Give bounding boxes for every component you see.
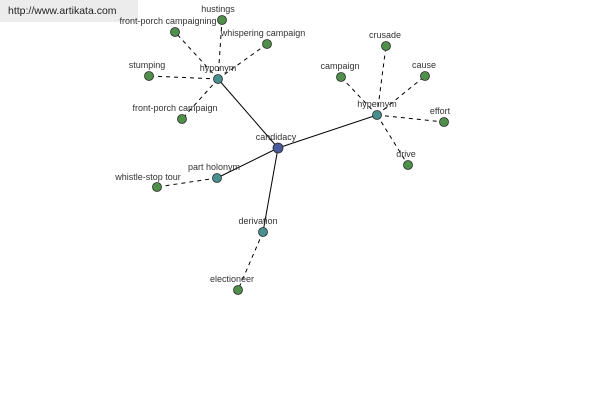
label-hypernym[interactable]: hypernym	[357, 99, 397, 109]
label-whispering-campaign[interactable]: whispering campaign	[220, 28, 306, 38]
label-campaign[interactable]: campaign	[320, 61, 359, 71]
label-candidacy[interactable]: candidacy	[256, 132, 297, 142]
edge-hyponym-front-porch-campaigning	[174, 31, 219, 80]
label-whistle-stop-tour[interactable]: whistle-stop tour	[114, 172, 181, 182]
node-drive[interactable]	[403, 160, 413, 170]
node-whistle-stop-tour[interactable]	[152, 182, 162, 192]
label-part-holonym[interactable]: part holonym	[188, 162, 240, 172]
edge-derivation-electioneer	[237, 231, 264, 291]
node-part-holonym[interactable]	[212, 173, 222, 183]
url-link[interactable]: http://www.artikata.com	[8, 5, 117, 17]
node-campaign[interactable]	[336, 72, 346, 82]
node-front-porch-campaigning[interactable]	[170, 27, 180, 37]
edge-hypernym-crusade	[376, 45, 387, 116]
node-effort[interactable]	[439, 117, 449, 127]
edges-layer	[148, 19, 445, 291]
edge-hyponym-hustings	[217, 19, 223, 80]
node-front-porch-campaign[interactable]	[177, 114, 187, 124]
label-hustings[interactable]: hustings	[201, 4, 235, 14]
labels-layer: hustings front-porch campaigning whisperin…	[114, 4, 450, 284]
label-hyponym[interactable]: hyponym	[200, 63, 237, 73]
node-derivation[interactable]	[258, 227, 268, 237]
label-stumping[interactable]: stumping	[129, 60, 166, 70]
edge-hypernym-cause	[376, 75, 426, 116]
label-drive[interactable]: drive	[396, 149, 416, 159]
node-hyponym[interactable]	[213, 74, 223, 84]
nodes-layer	[144, 15, 449, 295]
edge-candidacy-part-holonym	[216, 147, 279, 179]
node-electioneer[interactable]	[233, 285, 243, 295]
label-crusade[interactable]: crusade	[369, 30, 401, 40]
edge-candidacy-hypernym	[277, 114, 378, 149]
label-cause[interactable]: cause	[412, 60, 436, 70]
edge-hypernym-campaign	[340, 76, 378, 116]
edge-part-holonym-whistle-stop-tour	[156, 177, 218, 188]
label-front-porch-campaign[interactable]: front-porch campaign	[132, 103, 217, 113]
label-derivation[interactable]: derivation	[238, 216, 277, 226]
edge-hypernym-effort	[376, 114, 445, 123]
node-hypernym[interactable]	[372, 110, 382, 120]
node-hustings[interactable]	[217, 15, 227, 25]
edge-hyponym-whispering-campaign	[217, 43, 268, 80]
node-candidacy[interactable]	[272, 142, 284, 154]
node-whispering-campaign[interactable]	[262, 39, 272, 49]
node-stumping[interactable]	[144, 71, 154, 81]
label-electioneer[interactable]: electioneer	[210, 274, 254, 284]
label-front-porch-campaigning[interactable]: front-porch campaigning	[119, 16, 216, 26]
url-banner: http://www.artikata.com	[0, 0, 138, 22]
label-effort[interactable]: effort	[430, 106, 451, 116]
edge-candidacy-hyponym	[217, 78, 279, 149]
node-crusade[interactable]	[381, 41, 391, 51]
edge-hypernym-drive	[376, 114, 409, 166]
edge-hyponym-front-porch-campaign	[181, 78, 219, 120]
edge-candidacy-derivation	[262, 147, 279, 233]
node-cause[interactable]	[420, 71, 430, 81]
edge-hyponym-stumping	[148, 75, 219, 80]
